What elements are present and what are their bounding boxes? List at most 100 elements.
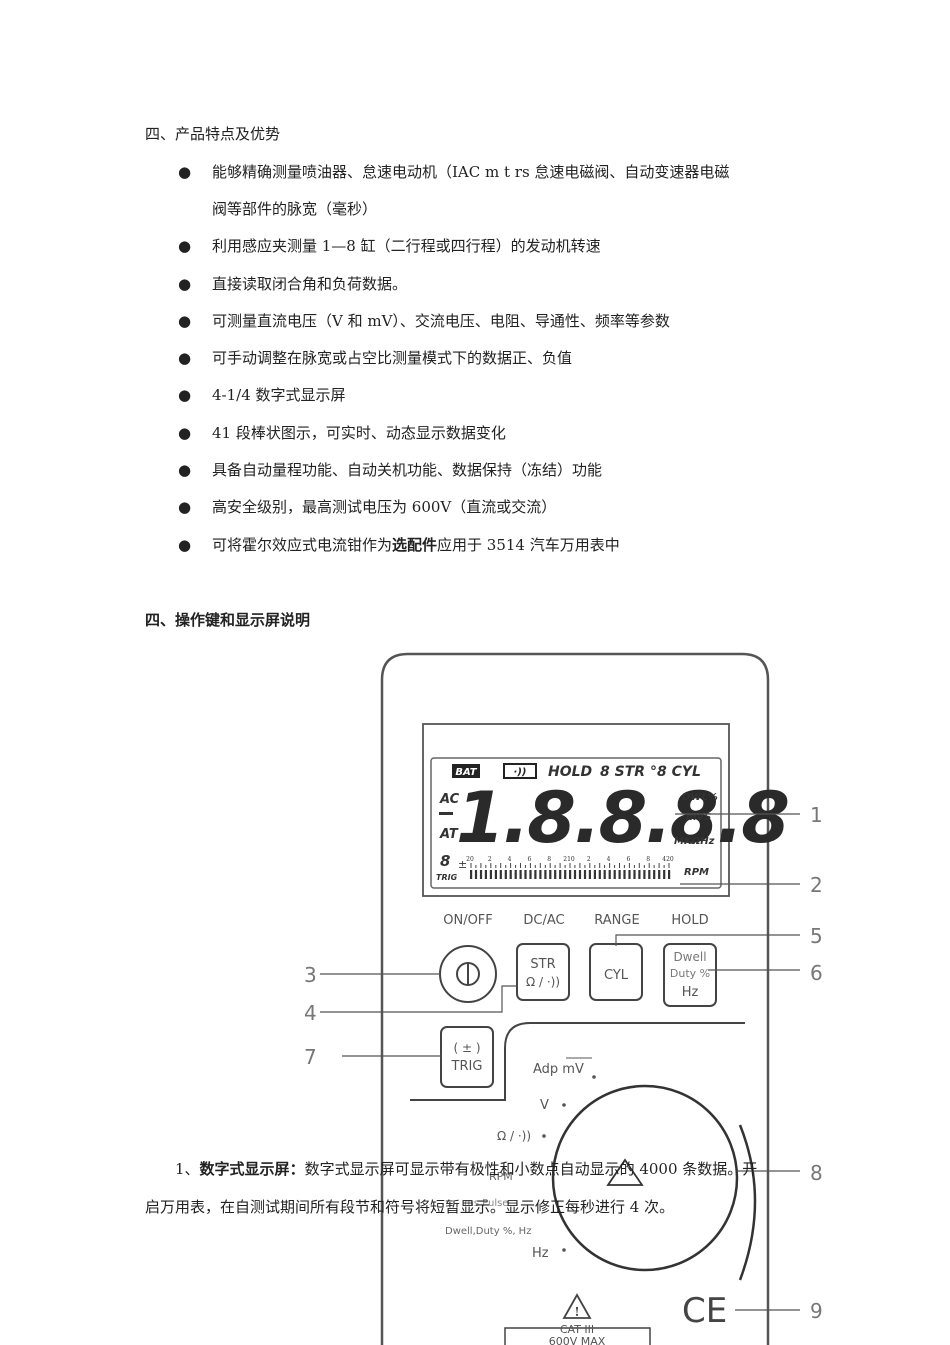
lcd-bar-segment [668,870,671,879]
list-item-text: 可手动调整在脉宽或占空比测量模式下的数据正、负值 [212,349,573,367]
lcd-scale-tick [569,863,571,868]
lcd-bar-segment [479,870,483,879]
label-on-off: ON/OFF [443,913,493,928]
lcd-scale-tick [643,865,645,868]
lcd-scale-tick [648,863,650,868]
lcd-rpm-label: RPM [684,867,709,878]
lcd-bar-segment [578,870,582,879]
lcd-screen [430,757,722,889]
list-item: ● 可手动调整在脉宽或占空比测量模式下的数据正、负值 [178,348,572,368]
callout-1: 1 [810,803,823,827]
lcd-scale-label: 20 [466,856,474,863]
dwell-key-label: Dwell [673,950,706,964]
callout-2: 2 [810,873,823,897]
dial-dwell-label: Dwell,Duty %, Hz [445,1226,531,1237]
ce-mark: CE [682,1291,727,1331]
lcd-scale-tick [529,863,531,868]
lcd-plusminus: ± [458,858,467,871]
list-item-text: 直接读取闭合角和负荷数据。 [212,275,408,293]
lcd-bar-segment [494,870,497,879]
lcd-trig-label: TRIG [436,873,458,882]
lcd-scale-label: 4 [508,856,512,863]
lcd-bar-segment [628,870,631,879]
dial-ms-pulse-label: ms Pulse [464,1198,508,1209]
list-item-emphasis: 选配件 [392,536,438,554]
lcd-scale-label: 420 [662,856,674,863]
dwell-key [663,943,717,1007]
callout-lines [320,813,800,1311]
list-item-text: 4-1/4 数字式显示屏 [212,386,346,404]
list-item-text-continued: 阀等部件的脉宽（毫秒） [212,200,378,218]
bullet-icon: ● [178,424,192,442]
lcd-scale-tick [619,863,620,868]
dial-v-label: V [540,1098,549,1113]
list-item: ●直接读取闭合角和负荷数据。 [178,274,407,294]
list-item-text: 应用于 3514 汽车万用表中 [437,536,620,554]
list-item: ●利用感应夹测量 1—8 缸（二行程或四行程）的发动机转速 [178,236,601,256]
max-voltage-label: 600V MAX [549,1335,606,1345]
hz-key-label: Hz [682,985,699,1000]
panel-divider [410,1022,745,1101]
lcd-scale-tick [544,865,546,868]
list-item-text: 41 段棒状图示，可实时、动态显示数据变化 [212,424,506,442]
lcd-bar-segment [489,870,492,879]
label-dc-ac: DC/AC [523,913,564,928]
cat-box [504,1327,651,1345]
battery-icon [452,764,480,778]
lcd-cylinder-digit: 8 [440,852,450,870]
lcd-bar-segment [559,870,562,879]
bullet-icon: ● [178,312,192,330]
dial-hz-label: Hz [532,1246,549,1261]
svg-text:!: ! [574,1305,579,1319]
lcd-scale-tick [594,865,596,868]
trig-key-label: TRIG [451,1059,483,1074]
paragraph-number: 1、 [175,1160,200,1178]
lcd-bar-segment [658,870,661,879]
lcd-scale-tick [584,865,586,868]
bullet-icon: ● [178,349,192,367]
lcd-str-label: 8 STR [600,764,645,780]
trig-key [440,1026,494,1088]
lcd-scale-tick [614,865,616,868]
warning-icon [562,1293,592,1319]
lcd-scale-tick [638,863,640,868]
multimeter-illustration: BAT ·)) HOLD 8 STR °8 CYL AC AT 1.8.8.8.… [304,652,823,1345]
lcd-bar-segment [474,870,478,879]
rotary-dial [551,1084,739,1272]
callout-8: 8 [810,1161,823,1185]
str-key-label: STR [530,957,555,972]
list-item: ●可将霍尔效应式电流钳作为选配件应用于 3514 汽车万用表中 [178,535,620,555]
lcd-bar-segment [593,870,596,879]
list-item-text: 可将霍尔效应式电流钳作为 [212,536,393,554]
lcd-scale-tick [500,863,502,868]
lcd-bar-segment [598,870,601,879]
lcd-scale-tick [559,863,561,868]
list-item: ● 41 段棒状图示，可实时、动态显示数据变化 [178,423,506,443]
list-item: ●能够精确测量喷油器、怠速电动机（IAC m t rs 怠速电磁阀、自动变速器电… [178,162,729,218]
lcd-scale-tick [485,865,487,868]
lcd-mvs-label: mVS [686,812,711,823]
lcd-scale-tick [633,865,635,868]
lcd-scale-label: 8 [646,856,650,863]
ohm-key-label: Ω / ·)) [526,975,560,989]
lcd-bar-segment [613,870,616,879]
lcd-scale-tick [609,863,611,868]
lcd-scale-label: 4 [607,856,611,863]
lcd-bar-segment [554,870,557,879]
lcd-scale-tick [495,865,497,868]
lcd-bat-label: BAT [455,767,477,778]
lcd-scale-tick [520,863,521,868]
dial-rpm-label: RPM [489,1170,513,1183]
lcd-scale-label: 6 [626,856,630,863]
lcd-bar-segment [509,870,512,879]
continuity-icon [503,763,537,779]
lcd-scale-label: 6 [527,856,531,863]
lcd-bar-segment [638,870,641,879]
bullet-icon: ● [178,461,192,479]
meter-body-outline [380,652,770,1345]
lcd-bargraph [470,863,671,879]
list-item: ●4-1/4 数字式显示屏 [178,385,346,405]
list-item-text: 可测量直流电压（V 和 mV）、交流电压、电阻、导通性、频率等参数 [212,312,670,330]
lcd-scale-tick [515,865,517,868]
